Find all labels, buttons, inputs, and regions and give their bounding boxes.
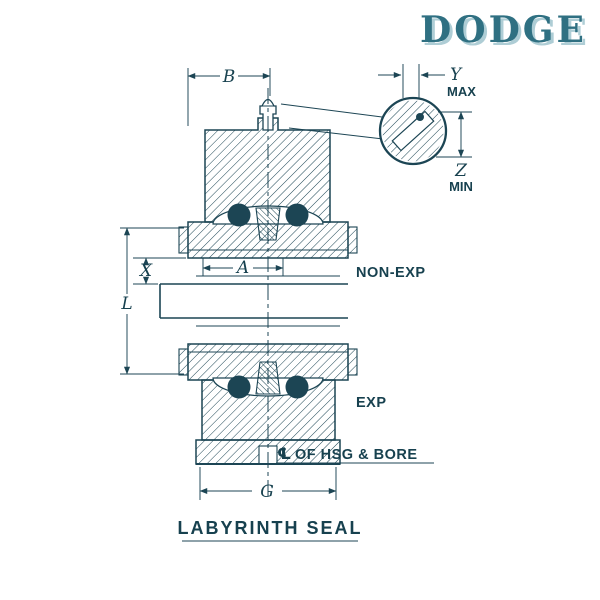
drawing-title: LABYRINTH SEAL <box>178 518 363 538</box>
dim-z-label: Z <box>454 161 468 181</box>
leader-line <box>288 127 393 141</box>
dim-y-qualifier: MAX <box>447 84 476 99</box>
dim-top-label: B <box>222 67 236 87</box>
dim-g-label: G <box>260 482 274 502</box>
detail-view: Y MAX Z MIN <box>280 64 476 194</box>
detail-bore-slot <box>391 110 435 152</box>
logo-letter: D <box>420 9 452 51</box>
dim-z: Z MIN <box>436 111 473 194</box>
dim-l-label: L <box>120 294 132 314</box>
upper-seal-ring-left <box>178 226 189 254</box>
lower-seal-ring-left <box>178 348 189 376</box>
dim-a-label: A <box>235 258 249 278</box>
leader-line <box>280 103 391 119</box>
upper-seal-ring-right <box>347 226 358 254</box>
drawing-title-group: LABYRINTH SEAL <box>178 518 363 542</box>
logo-letter: D <box>488 9 520 51</box>
dim-y-label: Y <box>450 65 463 85</box>
logo-letter: G <box>522 9 554 51</box>
shaft <box>159 283 348 319</box>
upper-roller-left <box>227 203 251 227</box>
lower-seal-ring-right <box>347 348 358 376</box>
lower-roller-right <box>285 375 309 399</box>
dodge-logo: D O D G E <box>420 12 584 48</box>
centerline-note-text: OF HSG & BORE <box>295 447 418 463</box>
dim-x-label: X <box>138 261 153 281</box>
bearing-assembly <box>159 88 358 500</box>
dim-z-qualifier: MIN <box>449 179 473 194</box>
dim-l: L <box>120 227 184 375</box>
upper-roller-right <box>285 203 309 227</box>
dimensions: B A X <box>120 67 434 502</box>
label-non-exp: NON-EXP <box>356 265 426 281</box>
logo-letter: O <box>454 9 486 51</box>
detail-ball <box>416 113 424 121</box>
logo-letter: E <box>556 9 584 51</box>
centerline-note: ℄ OF HSG & BORE <box>276 444 434 464</box>
lower-roller-left <box>227 375 251 399</box>
label-exp: EXP <box>356 395 387 411</box>
dim-y: Y MAX <box>378 64 476 99</box>
centerline-symbol: ℄ <box>277 444 291 463</box>
dim-a: A <box>202 258 284 278</box>
dim-top: B <box>187 67 271 126</box>
dim-x: X <box>133 257 186 285</box>
dim-g: G <box>199 467 337 502</box>
